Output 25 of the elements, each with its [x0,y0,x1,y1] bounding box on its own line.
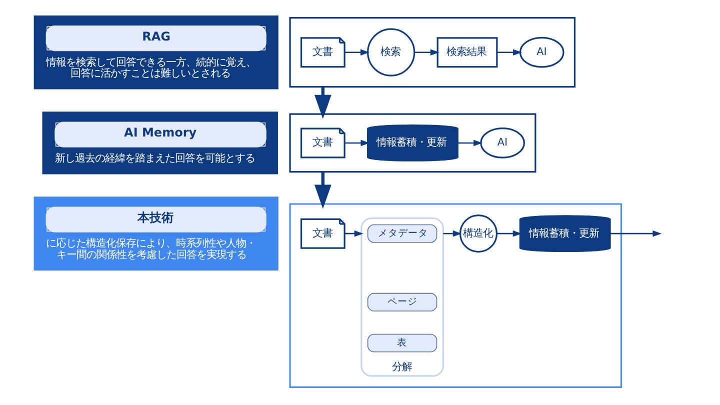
cluster [289,113,536,173]
arrow [496,49,522,56]
node-ellipse: AI [519,36,564,68]
arrow [497,230,522,237]
node-box: AI Memory 新し過去の経緯を踏まえた回答を可能とする [42,112,278,174]
arrow [344,140,370,146]
cluster [289,17,576,88]
arrow [458,140,483,146]
arrow [314,86,332,119]
node-circle: 検索 [367,28,416,76]
arrow [344,49,370,56]
arrow [610,230,662,237]
node-box: RAG 情報を検索して回答できる一方、続的に覚え、回答に活かすことは難しいとされる [34,15,278,90]
node-box: 検索結果 [436,37,498,68]
node-box: ページ [367,292,438,312]
node-box: 本技術 に応じた構造化保存により、時系列性や人物・キー間の関係性を考慮した回答を実現する [34,196,278,270]
node-box: メタデータ [367,224,438,243]
node-circle: 構造化 [459,214,498,253]
arrow [443,230,462,237]
arrow [344,230,364,237]
arrow [314,172,332,209]
arrow [414,49,440,56]
node-ellipse: AI [480,128,525,158]
cluster [289,203,622,388]
node-box: 表 [367,334,438,352]
